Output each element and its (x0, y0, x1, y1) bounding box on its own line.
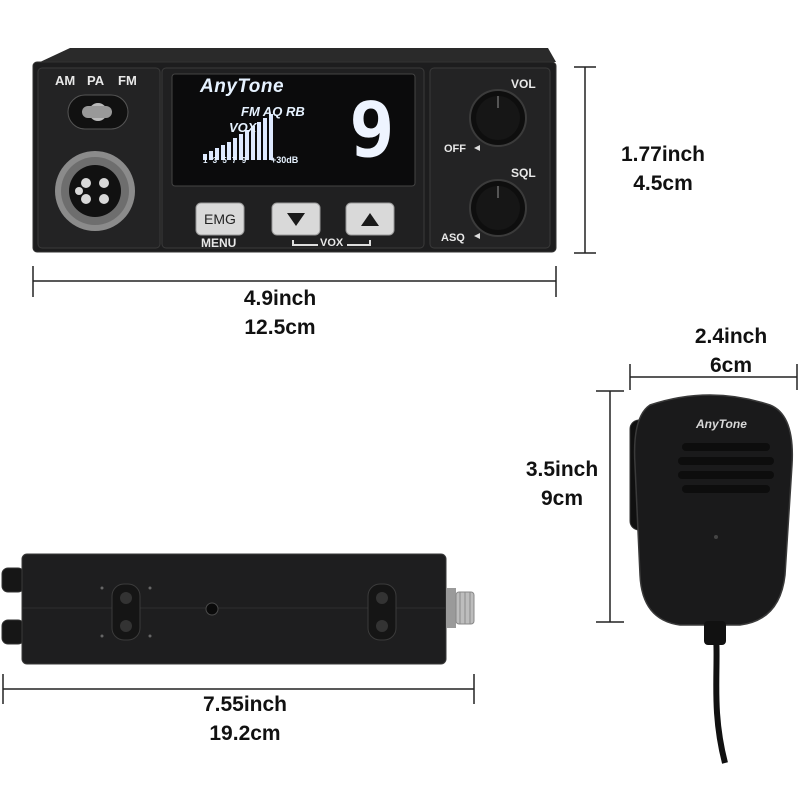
microphone: AnyTone (620, 385, 800, 765)
lcd-vox: VOX (229, 120, 257, 135)
mode-fm-label: FM (118, 73, 137, 88)
mode-am-label: AM (55, 73, 76, 88)
mic-width-inch: 2.4inch (694, 325, 768, 348)
vol-label: VOL (511, 77, 536, 91)
down-button[interactable] (272, 203, 320, 235)
radio-side-drawing (1, 553, 475, 665)
radio-width-cm: 12.5cm (244, 316, 316, 339)
emg-button[interactable]: EMG (196, 203, 244, 235)
menu-label: MENU (201, 236, 237, 250)
signal-meter-icon (203, 114, 273, 160)
mic-width-cm: 6cm (709, 354, 753, 377)
radio-depth-dimension: 7.55inch 19.2cm (185, 690, 305, 748)
radio-height-cm: 4.5cm (633, 172, 693, 195)
vox-label: VOX (320, 237, 344, 249)
mic-height-dimension: 3.5inch 9cm (502, 455, 622, 513)
radio-depth-cm: 19.2cm (209, 722, 281, 745)
squelch-knob[interactable] (470, 180, 526, 236)
radio-width-dimension: 4.9inch 12.5cm (220, 284, 340, 342)
radio-height-dimension: 1.77inch 4.5cm (603, 140, 723, 198)
up-button[interactable] (346, 203, 394, 235)
mic-height-cm: 9cm (540, 487, 584, 510)
lcd-scale: 1 3 5 7 9 (203, 156, 247, 165)
lcd-channel-digit: 9 (349, 85, 395, 174)
radio-depth-inch: 7.55inch (202, 693, 288, 716)
lcd-indicators: FM AQ RB (241, 104, 305, 119)
off-label: OFF (444, 143, 466, 155)
radio-brand-logo: AnyTone (200, 76, 285, 97)
radio-height-inch: 1.77inch (620, 143, 706, 166)
microphone-drawing (629, 394, 794, 764)
mic-width-dimension: 2.4inch 6cm (671, 322, 791, 380)
mic-brand-logo: AnyTone (696, 417, 747, 431)
asq-label: ASQ (441, 232, 465, 244)
ptt-button[interactable] (630, 420, 648, 530)
volume-knob[interactable] (470, 90, 526, 146)
sql-label: SQL (511, 166, 536, 180)
mode-pa-label: PA (87, 73, 105, 88)
lcd-db: +30dB (271, 155, 299, 165)
radio-width-inch: 4.9inch (243, 287, 317, 310)
mic-connector (55, 151, 135, 231)
mode-switch[interactable] (68, 95, 128, 129)
emg-button-label: EMG (204, 211, 236, 227)
radio-side-view (0, 540, 490, 680)
mic-height-inch: 3.5inch (525, 458, 599, 481)
